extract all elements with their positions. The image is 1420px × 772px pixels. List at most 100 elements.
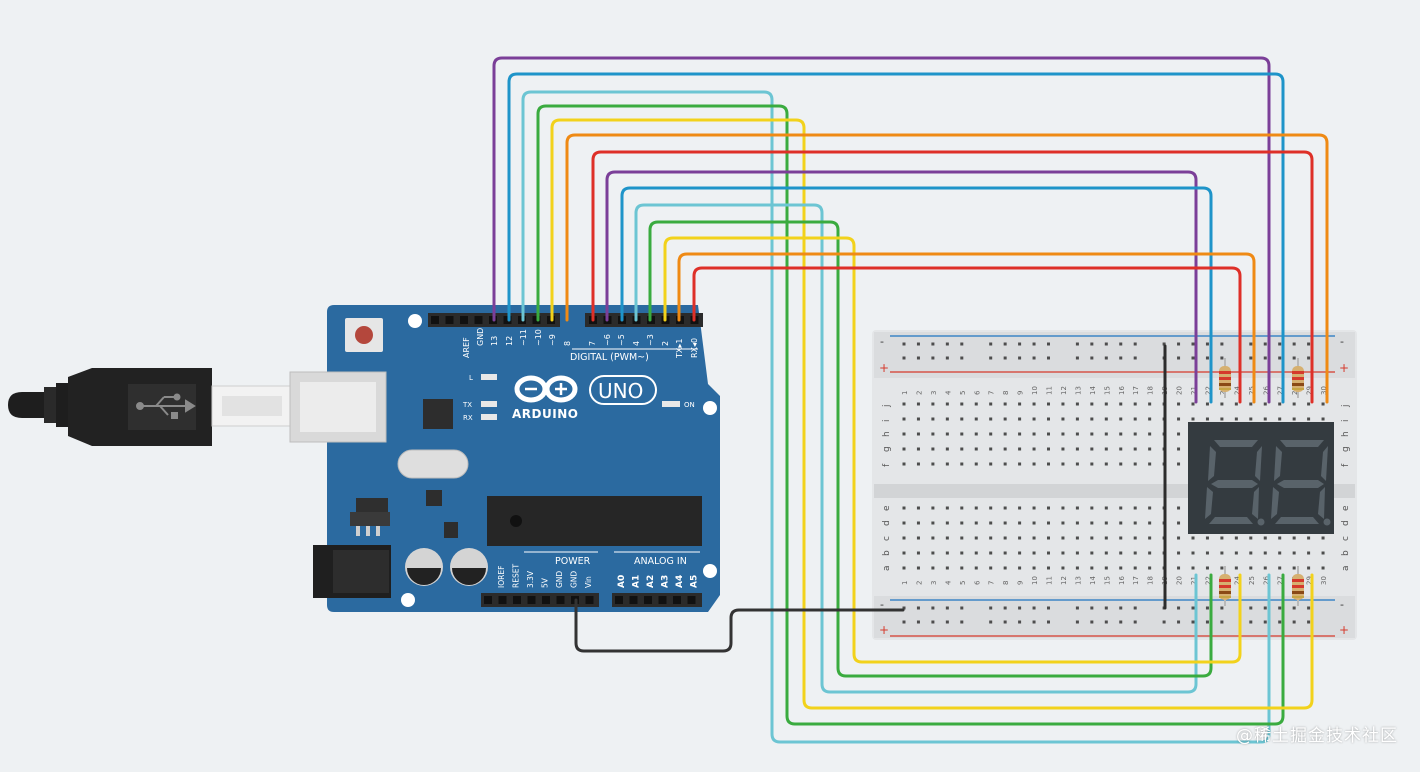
terminal-hole[interactable] (1104, 432, 1108, 436)
jumper-wire[interactable] (565, 133, 1329, 404)
breadboard-holes[interactable] (902, 342, 1325, 624)
terminal-hole[interactable] (916, 536, 920, 540)
rail-hole[interactable] (916, 606, 920, 610)
terminal-hole[interactable] (1148, 506, 1152, 510)
rail-hole[interactable] (1133, 342, 1137, 346)
terminal-hole[interactable] (1061, 417, 1065, 421)
terminal-hole[interactable] (1119, 432, 1123, 436)
terminal-hole[interactable] (1249, 536, 1253, 540)
terminal-hole[interactable] (1090, 447, 1094, 451)
terminal-hole[interactable] (1148, 521, 1152, 525)
terminal-hole[interactable] (1032, 566, 1036, 570)
terminal-hole[interactable] (902, 566, 906, 570)
terminal-hole[interactable] (1220, 417, 1224, 421)
rail-hole[interactable] (1003, 620, 1007, 624)
terminal-hole[interactable] (1234, 566, 1238, 570)
terminal-hole[interactable] (1177, 551, 1181, 555)
terminal-hole[interactable] (1090, 506, 1094, 510)
terminal-hole[interactable] (1133, 521, 1137, 525)
terminal-hole[interactable] (1249, 402, 1253, 406)
terminal-hole[interactable] (1104, 402, 1108, 406)
terminal-hole[interactable] (960, 566, 964, 570)
terminal-hole[interactable] (1047, 521, 1050, 525)
terminal-hole[interactable] (931, 566, 935, 570)
terminal-hole[interactable] (916, 551, 920, 555)
terminal-hole[interactable] (1148, 402, 1152, 406)
terminal-hole[interactable] (1032, 506, 1036, 510)
terminal-hole[interactable] (1307, 566, 1311, 570)
rail-hole[interactable] (945, 356, 949, 360)
rail-hole[interactable] (1263, 356, 1267, 360)
terminal-hole[interactable] (1263, 536, 1267, 540)
terminal-hole[interactable] (1003, 536, 1007, 540)
terminal-hole[interactable] (1133, 506, 1137, 510)
terminal-hole[interactable] (1047, 506, 1050, 510)
rail-hole[interactable] (1162, 342, 1166, 346)
terminal-hole[interactable] (1032, 402, 1036, 406)
terminal-hole[interactable] (1018, 462, 1022, 466)
terminal-hole[interactable] (1032, 536, 1036, 540)
header-socket[interactable] (484, 596, 492, 604)
terminal-hole[interactable] (1003, 417, 1007, 421)
rail-hole[interactable] (1018, 620, 1022, 624)
terminal-hole[interactable] (1061, 462, 1065, 466)
resistor[interactable] (1219, 566, 1231, 606)
rail-hole[interactable] (960, 356, 964, 360)
terminal-hole[interactable] (945, 432, 949, 436)
rail-hole[interactable] (1292, 620, 1296, 624)
terminal-hole[interactable] (916, 447, 920, 451)
terminal-hole[interactable] (1119, 417, 1123, 421)
rail-hole[interactable] (916, 342, 920, 346)
terminal-hole[interactable] (902, 447, 906, 451)
rail-hole[interactable] (902, 606, 906, 610)
terminal-hole[interactable] (1075, 551, 1079, 555)
rail-hole[interactable] (1205, 620, 1209, 624)
terminal-hole[interactable] (974, 447, 978, 451)
terminal-hole[interactable] (902, 521, 906, 525)
rail-hole[interactable] (1162, 620, 1166, 624)
terminal-hole[interactable] (1133, 566, 1137, 570)
terminal-hole[interactable] (1307, 402, 1311, 406)
rail-hole[interactable] (1032, 342, 1036, 346)
terminal-hole[interactable] (1090, 402, 1094, 406)
terminal-hole[interactable] (931, 521, 935, 525)
terminal-hole[interactable] (902, 536, 906, 540)
rail-hole[interactable] (1018, 606, 1022, 610)
header-socket[interactable] (673, 596, 681, 604)
terminal-hole[interactable] (931, 506, 935, 510)
rail-hole[interactable] (1220, 606, 1224, 610)
terminal-hole[interactable] (960, 462, 964, 466)
terminal-hole[interactable] (1177, 536, 1181, 540)
rail-hole[interactable] (1220, 342, 1224, 346)
terminal-hole[interactable] (1133, 402, 1137, 406)
dual-seven-segment-display[interactable] (1188, 422, 1334, 534)
rail-hole[interactable] (1307, 620, 1311, 624)
terminal-hole[interactable] (1292, 402, 1296, 406)
analog-pin-header[interactable] (612, 593, 702, 607)
header-socket[interactable] (498, 596, 507, 604)
terminal-hole[interactable] (1090, 521, 1094, 525)
terminal-hole[interactable] (1047, 447, 1050, 451)
terminal-hole[interactable] (1061, 521, 1065, 525)
rail-hole[interactable] (1003, 606, 1007, 610)
terminal-hole[interactable] (1191, 566, 1195, 570)
terminal-hole[interactable] (960, 432, 964, 436)
terminal-hole[interactable] (1047, 417, 1050, 421)
rail-hole[interactable] (1191, 342, 1195, 346)
rail-hole[interactable] (1307, 342, 1311, 346)
resistor[interactable] (1219, 358, 1231, 398)
terminal-hole[interactable] (960, 402, 964, 406)
rail-hole[interactable] (902, 620, 906, 624)
terminal-hole[interactable] (1278, 417, 1282, 421)
terminal-hole[interactable] (916, 566, 920, 570)
terminal-hole[interactable] (1205, 566, 1209, 570)
jumper-wire[interactable] (620, 186, 1213, 404)
terminal-hole[interactable] (1234, 402, 1238, 406)
rail-hole[interactable] (916, 356, 920, 360)
terminal-hole[interactable] (989, 432, 993, 436)
terminal-hole[interactable] (1003, 432, 1007, 436)
terminal-hole[interactable] (974, 551, 978, 555)
terminal-hole[interactable] (945, 536, 949, 540)
rail-hole[interactable] (931, 620, 935, 624)
